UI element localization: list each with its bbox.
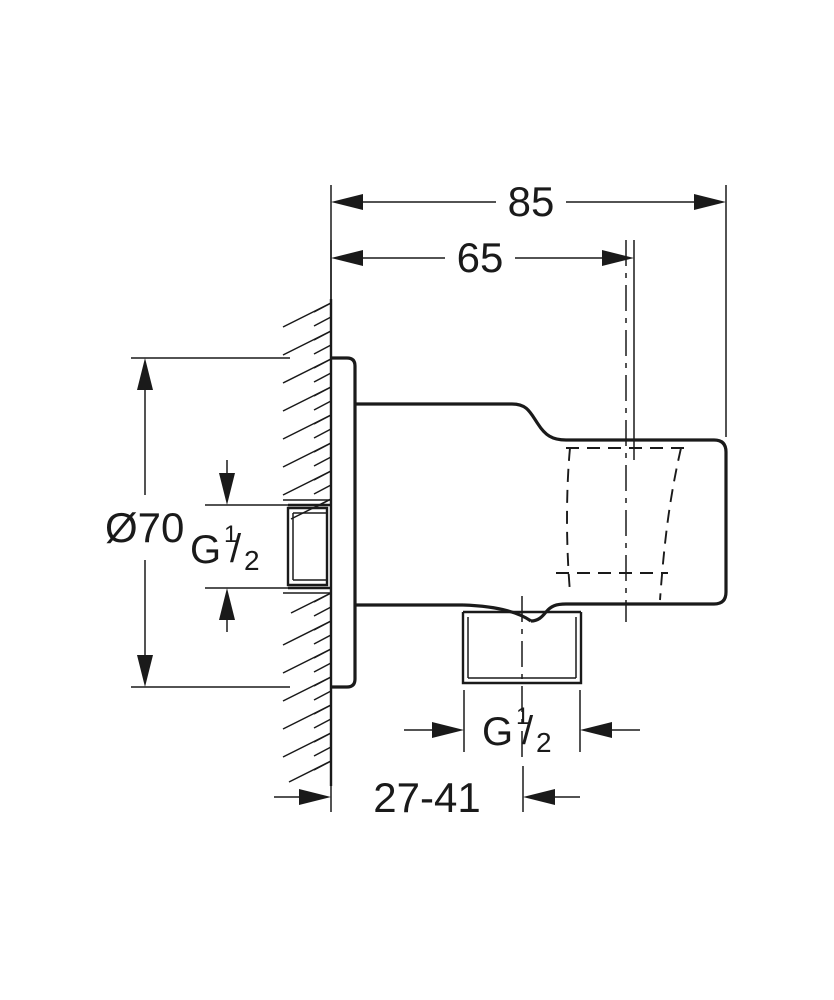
dim-outletthread-arrow-right xyxy=(580,722,612,738)
main-body xyxy=(355,402,728,623)
dim-65-arrow-left xyxy=(331,250,363,266)
outlet-spigot-outline xyxy=(461,612,583,685)
dim-wallthread-numerator: 1 xyxy=(224,521,237,548)
dim-65-label: 65 xyxy=(457,234,504,281)
dim-2741-arrow-left xyxy=(299,789,331,805)
outlet-spigot xyxy=(461,596,583,760)
wall-face-hatch-lower xyxy=(313,592,332,771)
inlet-connector-inner xyxy=(292,512,327,581)
dim-85-label: 85 xyxy=(508,178,555,225)
wall-hatch-upper xyxy=(282,302,332,520)
dim-wallthread-label: G 1 / 2 xyxy=(190,521,260,576)
dim-d70-label: Ø70 xyxy=(105,504,184,551)
inlet-connector xyxy=(286,503,331,590)
hidden-bore xyxy=(556,240,688,622)
dim-wallthread-letter: G xyxy=(190,528,221,572)
dimension-65: 65 xyxy=(330,234,635,460)
body-underside-curve xyxy=(462,603,532,623)
dimension-outlet-thread: G 1 / 2 xyxy=(404,690,640,758)
dim-d70-arrow-top xyxy=(137,358,153,390)
dim-wallthread-slash: / xyxy=(230,527,242,571)
dim-85-arrow-right xyxy=(694,194,726,210)
dim-wallthread-denominator: 2 xyxy=(244,545,260,576)
hidden-bore-right-wall xyxy=(659,447,682,601)
wall-face-hatch-upper xyxy=(313,302,332,509)
flange-outline xyxy=(331,356,357,689)
dim-d70-arrow-bottom xyxy=(137,655,153,687)
dim-outletthread-slash: / xyxy=(522,709,534,753)
dim-outletthread-letter: G xyxy=(482,710,513,754)
wall-hatch-lower xyxy=(282,592,332,783)
dim-wallthread-arrow-top xyxy=(219,473,235,505)
dimension-wall-thickness: 27-41 xyxy=(274,766,580,821)
flange-escutcheon xyxy=(331,356,357,689)
dim-outletthread-denominator: 2 xyxy=(536,727,552,758)
dim-2741-arrow-right xyxy=(523,789,555,805)
dim-outletthread-arrow-left xyxy=(432,722,464,738)
wall-section xyxy=(282,299,333,786)
dim-wallthread-arrow-bottom xyxy=(219,588,235,620)
body-profile xyxy=(355,402,728,623)
dim-outletthread-label: G 1 / 2 xyxy=(482,703,552,758)
inlet-connector-body xyxy=(286,506,329,587)
hidden-bore-left-wall xyxy=(566,447,571,593)
dim-outletthread-numerator: 1 xyxy=(516,703,529,730)
dim-2741-label: 27-41 xyxy=(373,774,480,821)
dimension-diameter-70: Ø70 xyxy=(105,357,290,688)
dim-85-arrow-left xyxy=(331,194,363,210)
dimension-wall-thread: G 1 / 2 xyxy=(190,460,288,632)
dimension-85: 85 xyxy=(330,178,727,437)
dim-65-arrow-right xyxy=(602,250,634,266)
